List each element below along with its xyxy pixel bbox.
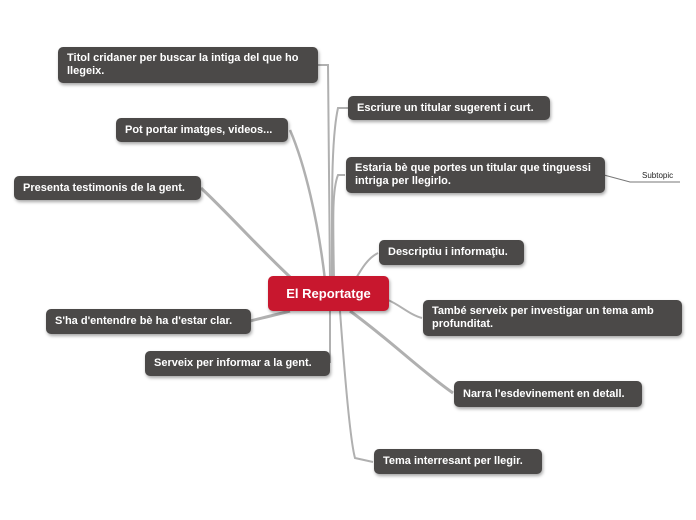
connector-sha-dentendre — [249, 309, 291, 323]
connector-estaria-be — [332, 174, 345, 281]
topic-descriptiu[interactable]: Descriptiu i informaţiu. — [379, 240, 524, 265]
topic-pot-portar[interactable]: Pot portar imatges, videos... — [116, 118, 288, 142]
topic-narra[interactable]: Narra l'esdevinement en detall. — [454, 381, 642, 407]
topic-label: S'ha d'entendre bè ha d'estar clar. — [55, 315, 233, 327]
connector-presenta-testimonis — [199, 186, 301, 288]
topic-tema-interessant[interactable]: Tema interresant per llegir. — [374, 449, 542, 474]
connector-narra — [349, 309, 454, 395]
central-topic[interactable]: El Reportatge — [268, 276, 389, 311]
topic-label: Escriure un titular sugerent i curt. — [357, 101, 534, 114]
topic-label: Titol cridaner per buscar la intiga del … — [67, 52, 299, 77]
connector-escriure-titular — [330, 107, 348, 281]
topic-label: Serveix per informar a la gent. — [154, 357, 312, 369]
topic-titol-cridaner[interactable]: Titol cridaner per buscar la intiga del … — [58, 47, 318, 83]
subtopic-label[interactable]: Subtopic — [642, 171, 674, 180]
topic-escriure-titular[interactable]: Escriure un titular sugerent i curt. — [348, 96, 550, 120]
central-topic-label: El Reportatge — [286, 286, 371, 301]
connector-subtopic — [603, 174, 680, 183]
topic-label: Tema interresant per llegir. — [383, 455, 523, 467]
connector-titol-cridaner — [318, 64, 331, 281]
topic-estaria-be[interactable]: Estaria bè que portes un titular que tin… — [346, 157, 605, 193]
topic-label: Presenta testimonis de la gent. — [23, 181, 185, 194]
topic-label: Narra l'esdevinement en detall. — [463, 387, 625, 400]
topic-sha-dentendre[interactable]: S'ha d'entendre bè ha d'estar clar. — [46, 309, 251, 334]
topic-label: Descriptiu i informaţiu. — [388, 246, 508, 258]
topic-label: Pot portar imatges, videos... — [125, 123, 273, 136]
topic-label: També serveix per investigar un tema amb… — [432, 305, 654, 330]
topic-tambe-serveix[interactable]: També serveix per investigar un tema amb… — [423, 300, 682, 336]
topic-label: Estaria bè que portes un titular que tin… — [355, 162, 591, 187]
topic-presenta-testimonis[interactable]: Presenta testimonis de la gent. — [14, 176, 201, 200]
connector-pot-portar — [288, 129, 327, 281]
connector-tambe-serveix — [387, 299, 423, 319]
topic-serveix-informar[interactable]: Serveix per informar a la gent. — [145, 351, 330, 376]
connector-tema-interessant — [339, 310, 374, 463]
